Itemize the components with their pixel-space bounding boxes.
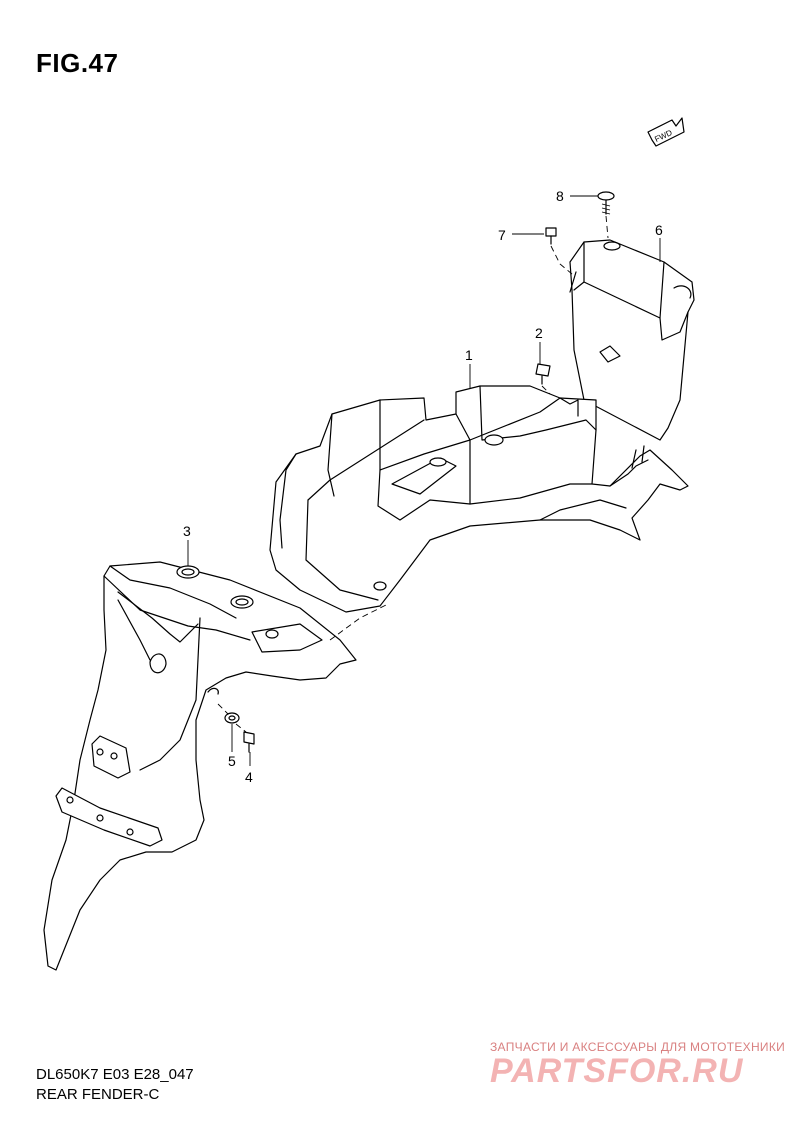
callout-4: 4 xyxy=(245,769,253,785)
fwd-arrow-icon: FWD xyxy=(647,117,685,147)
section-name: REAR FENDER-C xyxy=(36,1086,160,1103)
part-8-screw[interactable] xyxy=(597,191,615,239)
part-4-screw[interactable] xyxy=(235,723,255,753)
part-2-bolt[interactable] xyxy=(535,363,557,401)
callout-8: 8 xyxy=(556,188,564,204)
figure-title: FIG.47 xyxy=(36,48,119,78)
callout-5: 5 xyxy=(228,753,236,769)
model-code: DL650K7 E03 E28_047 xyxy=(36,1066,194,1083)
callout-1: 1 xyxy=(465,347,473,363)
callout-3: 3 xyxy=(183,523,191,539)
callout-leaders xyxy=(187,195,661,766)
part-7-clip[interactable] xyxy=(545,227,573,275)
part-1-rear-fender[interactable] xyxy=(269,385,689,613)
part-3-fender-lower[interactable] xyxy=(43,561,389,971)
part-6-tray[interactable] xyxy=(569,239,695,441)
watermark-tagline: ЗАПЧАСТИ И АКСЕССУАРЫ ДЛЯ МОТОТЕХНИКИ xyxy=(490,1040,786,1054)
callout-7: 7 xyxy=(498,227,506,243)
callout-2: 2 xyxy=(535,325,543,341)
callout-6: 6 xyxy=(655,222,663,238)
watermark-brand: PARTSFOR.RU xyxy=(490,1052,744,1090)
part-5-washer[interactable] xyxy=(217,703,240,724)
